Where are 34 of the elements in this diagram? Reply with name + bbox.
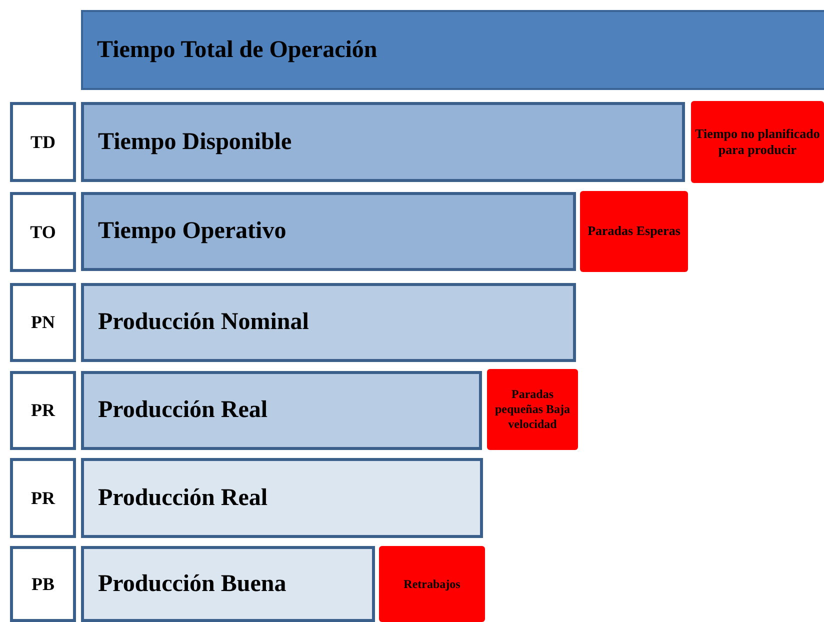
code-label: TO [30, 222, 56, 242]
loss-label: Paradas pequeñas Baja velocidad [494, 387, 572, 432]
bar-label: Producción Real [98, 397, 268, 424]
bar-label: Producción Nominal [98, 309, 309, 336]
code-box [10, 458, 76, 538]
code-box [10, 283, 76, 362]
code-box [10, 546, 76, 622]
bar-label: Tiempo Disponible [98, 128, 292, 156]
bar-label: Tiempo Total de Operación [97, 36, 378, 64]
code-label: PN [31, 312, 55, 333]
time-bar [81, 192, 576, 271]
loss-box [487, 369, 578, 450]
code-label: PR [31, 488, 55, 508]
time-bar [81, 546, 375, 622]
bar-label: Tiempo Operativo [98, 218, 286, 245]
bar-label: Producción Buena [98, 570, 286, 598]
loss-box [580, 191, 688, 272]
time-bar [81, 458, 483, 538]
code-box [10, 371, 76, 450]
code-label: PR [31, 400, 55, 421]
loss-label: Tiempo no planificado para producir [695, 126, 820, 158]
code-label: TD [30, 132, 56, 152]
loss-box [379, 546, 485, 622]
total-time-bar [81, 10, 824, 90]
loss-label: Retrabajos [404, 576, 460, 592]
loss-label: Paradas Esperas [588, 223, 680, 240]
bar-label: Producción Real [98, 484, 268, 512]
time-bar [81, 283, 576, 362]
code-box [10, 192, 76, 272]
loss-box [691, 101, 824, 183]
code-label: PB [31, 574, 54, 594]
time-bar [81, 102, 685, 182]
time-bar [81, 371, 482, 450]
code-box [10, 102, 76, 182]
